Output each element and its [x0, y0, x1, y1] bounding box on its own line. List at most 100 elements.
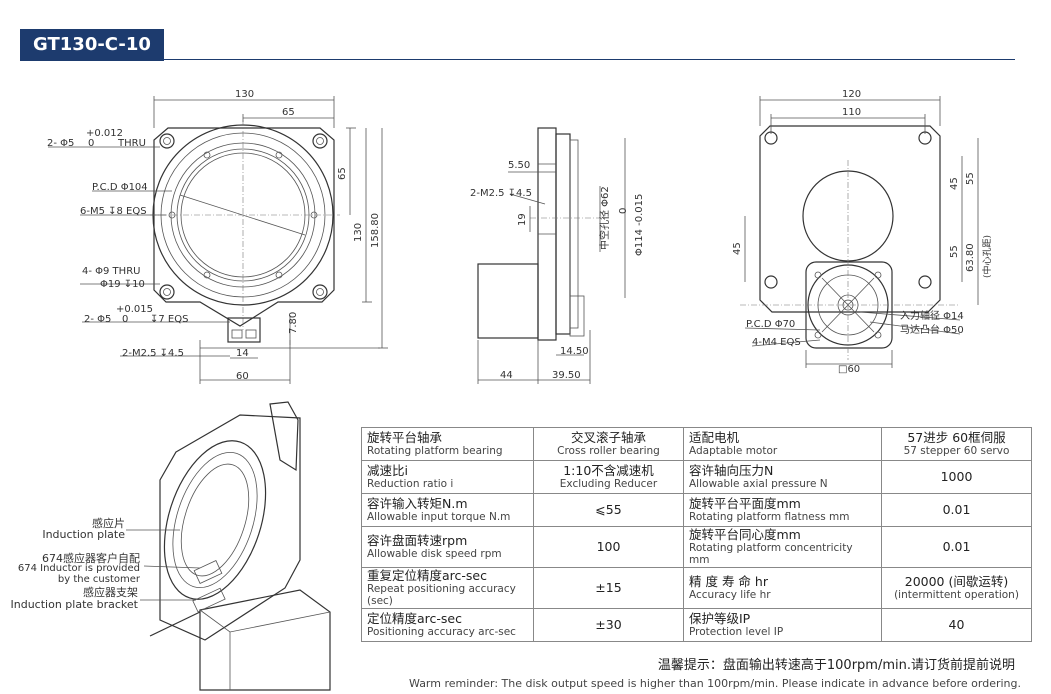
spec-text-cn: 重复定位精度arc-sec	[367, 568, 487, 583]
spec-text-cn: ±15	[595, 580, 622, 595]
spec-text-cn: 保护等级IP	[689, 611, 751, 626]
spec-text-cn: ⩽55	[595, 502, 622, 517]
phi9-label: 4- Φ9 THRU	[82, 266, 140, 277]
spec-text-en: Rotating platform bearing	[367, 445, 503, 457]
spec-text-en: Rotating platform flatness mm	[689, 511, 850, 523]
side-view-dims: 5.50 2-M2.5 ↧4.5 19 中空孔径 Φ62 0 Φ114 -0.0…	[470, 160, 645, 381]
spec-value-cell: 40	[881, 608, 1032, 642]
hole2-label: 2- Φ5	[84, 314, 111, 325]
spec-text-en: Cross roller bearing	[557, 445, 660, 457]
pcd-104: P.C.D Φ104	[92, 182, 148, 193]
spec-value-cell: ⩽55	[533, 493, 684, 527]
spec-text-en: Allowable input torque N.m	[367, 511, 511, 523]
spec-text-en: 57 stepper 60 servo	[903, 445, 1010, 457]
side-m25: 2-M2.5 ↧4.5	[470, 188, 532, 199]
dim-3950: 39.50	[552, 370, 581, 381]
dim-65-side: 65	[337, 167, 348, 180]
reminder-en: Warm reminder: The disk output speed is …	[409, 677, 1021, 690]
m4-label: 4-M4 EQS	[752, 337, 801, 348]
iso-bracket-en: Induction plate bracket	[10, 598, 139, 611]
spec-value-cell: 1000	[881, 460, 1032, 494]
spec-text-en: Adaptable motor	[689, 445, 778, 457]
dim-130-top: 130	[235, 89, 254, 100]
hole-tol-lower: 0	[88, 138, 94, 149]
m25-label: 2-M2.5 ↧4.5	[122, 348, 184, 359]
hole-tol-upper: +0.012	[86, 128, 123, 139]
hole2-tol-lower: 0	[122, 314, 128, 325]
spec-value-cell: 100	[533, 526, 684, 568]
front-view	[48, 96, 388, 384]
phi19-label: Φ19 ↧10	[100, 279, 145, 290]
reminder-cn: 温馨提示：盘面输出转速高于100rpm/min.请订货前提前说明	[657, 658, 1015, 673]
iso-bracket-cn: 感应器支架	[83, 586, 138, 599]
spec-text-cn: 1000	[940, 469, 973, 484]
motor-boss: 马达凸台 Φ50	[900, 323, 964, 336]
dim-120: 120	[842, 89, 861, 100]
hole2-depth: ↧7 EQS	[150, 314, 188, 325]
dim-44: 44	[500, 370, 513, 381]
spec-value-cell: 20000 (间歇运转)(intermittent operation)	[881, 567, 1032, 609]
spec-text-cn: 1:10不含减速机	[563, 463, 654, 478]
spec-text-cn: 容许输入转矩N.m	[367, 496, 468, 511]
spec-text-en: (intermittent operation)	[894, 589, 1019, 601]
iso-plate-en: Induction plate	[42, 528, 125, 541]
dim-45a: 45	[949, 177, 960, 190]
dim-6380: 63.80	[965, 243, 976, 272]
spec-text-cn: 100	[596, 539, 621, 554]
spec-text-cn: 0.01	[942, 539, 971, 554]
hole2-tol-upper: +0.015	[116, 304, 153, 315]
spec-text-cn: 旋转平台同心度mm	[689, 527, 801, 542]
dim-110: 110	[842, 107, 861, 118]
spec-text-en: Allowable disk speed rpm	[367, 548, 502, 560]
spec-text-cn: 容许盘面转速rpm	[367, 533, 468, 548]
model-title: GT130-C-10	[20, 29, 164, 61]
dim-14: 14	[236, 348, 249, 359]
dim-130-side: 130	[353, 223, 364, 242]
hole-thru-label: 2- Φ5	[47, 138, 74, 149]
iso-view	[126, 401, 331, 691]
center-hole-note: (中心孔距)	[981, 235, 993, 278]
spec-text-cn: 旋转平台平面度mm	[689, 496, 801, 511]
spec-text-en: Protection level IP	[689, 626, 784, 638]
spec-text-en: Reduction ratio i	[367, 478, 454, 490]
input-shaft: 入力轴径 Φ14	[900, 309, 964, 322]
dim-19: 19	[517, 213, 528, 226]
spec-text-cn: 交叉滚子轴承	[570, 430, 646, 445]
spec-text-cn: 旋转平台轴承	[367, 430, 443, 445]
spec-value-cell: ±30	[533, 608, 684, 642]
spec-value-cell: 0.01	[881, 526, 1032, 568]
spec-text-en: Allowable axial pressure N	[689, 478, 828, 490]
iso-inductor-en1: 674 Inductor is provided	[17, 563, 140, 574]
front-view-dims: 130 65 65 130 158.80 +0.012 0 2- Φ5 THRU…	[47, 89, 381, 382]
spec-text-cn: 57进步 60框伺服	[907, 430, 1006, 445]
spec-text-en: Excluding Reducer	[559, 478, 658, 490]
thru-label: THRU	[117, 138, 146, 149]
dim-1450: 14.50	[560, 346, 589, 357]
iso-inductor-cn: 674感应器客户自配	[42, 552, 140, 565]
spec-text-cn: 适配电机	[689, 430, 740, 445]
hollow-dia: 中空孔径 Φ62	[598, 186, 611, 250]
dim-60: 60	[236, 371, 249, 382]
spec-text-cn: 40	[948, 617, 965, 632]
square-60: □60	[838, 364, 860, 375]
spec-text-cn: 容许轴向压力N	[689, 463, 774, 478]
